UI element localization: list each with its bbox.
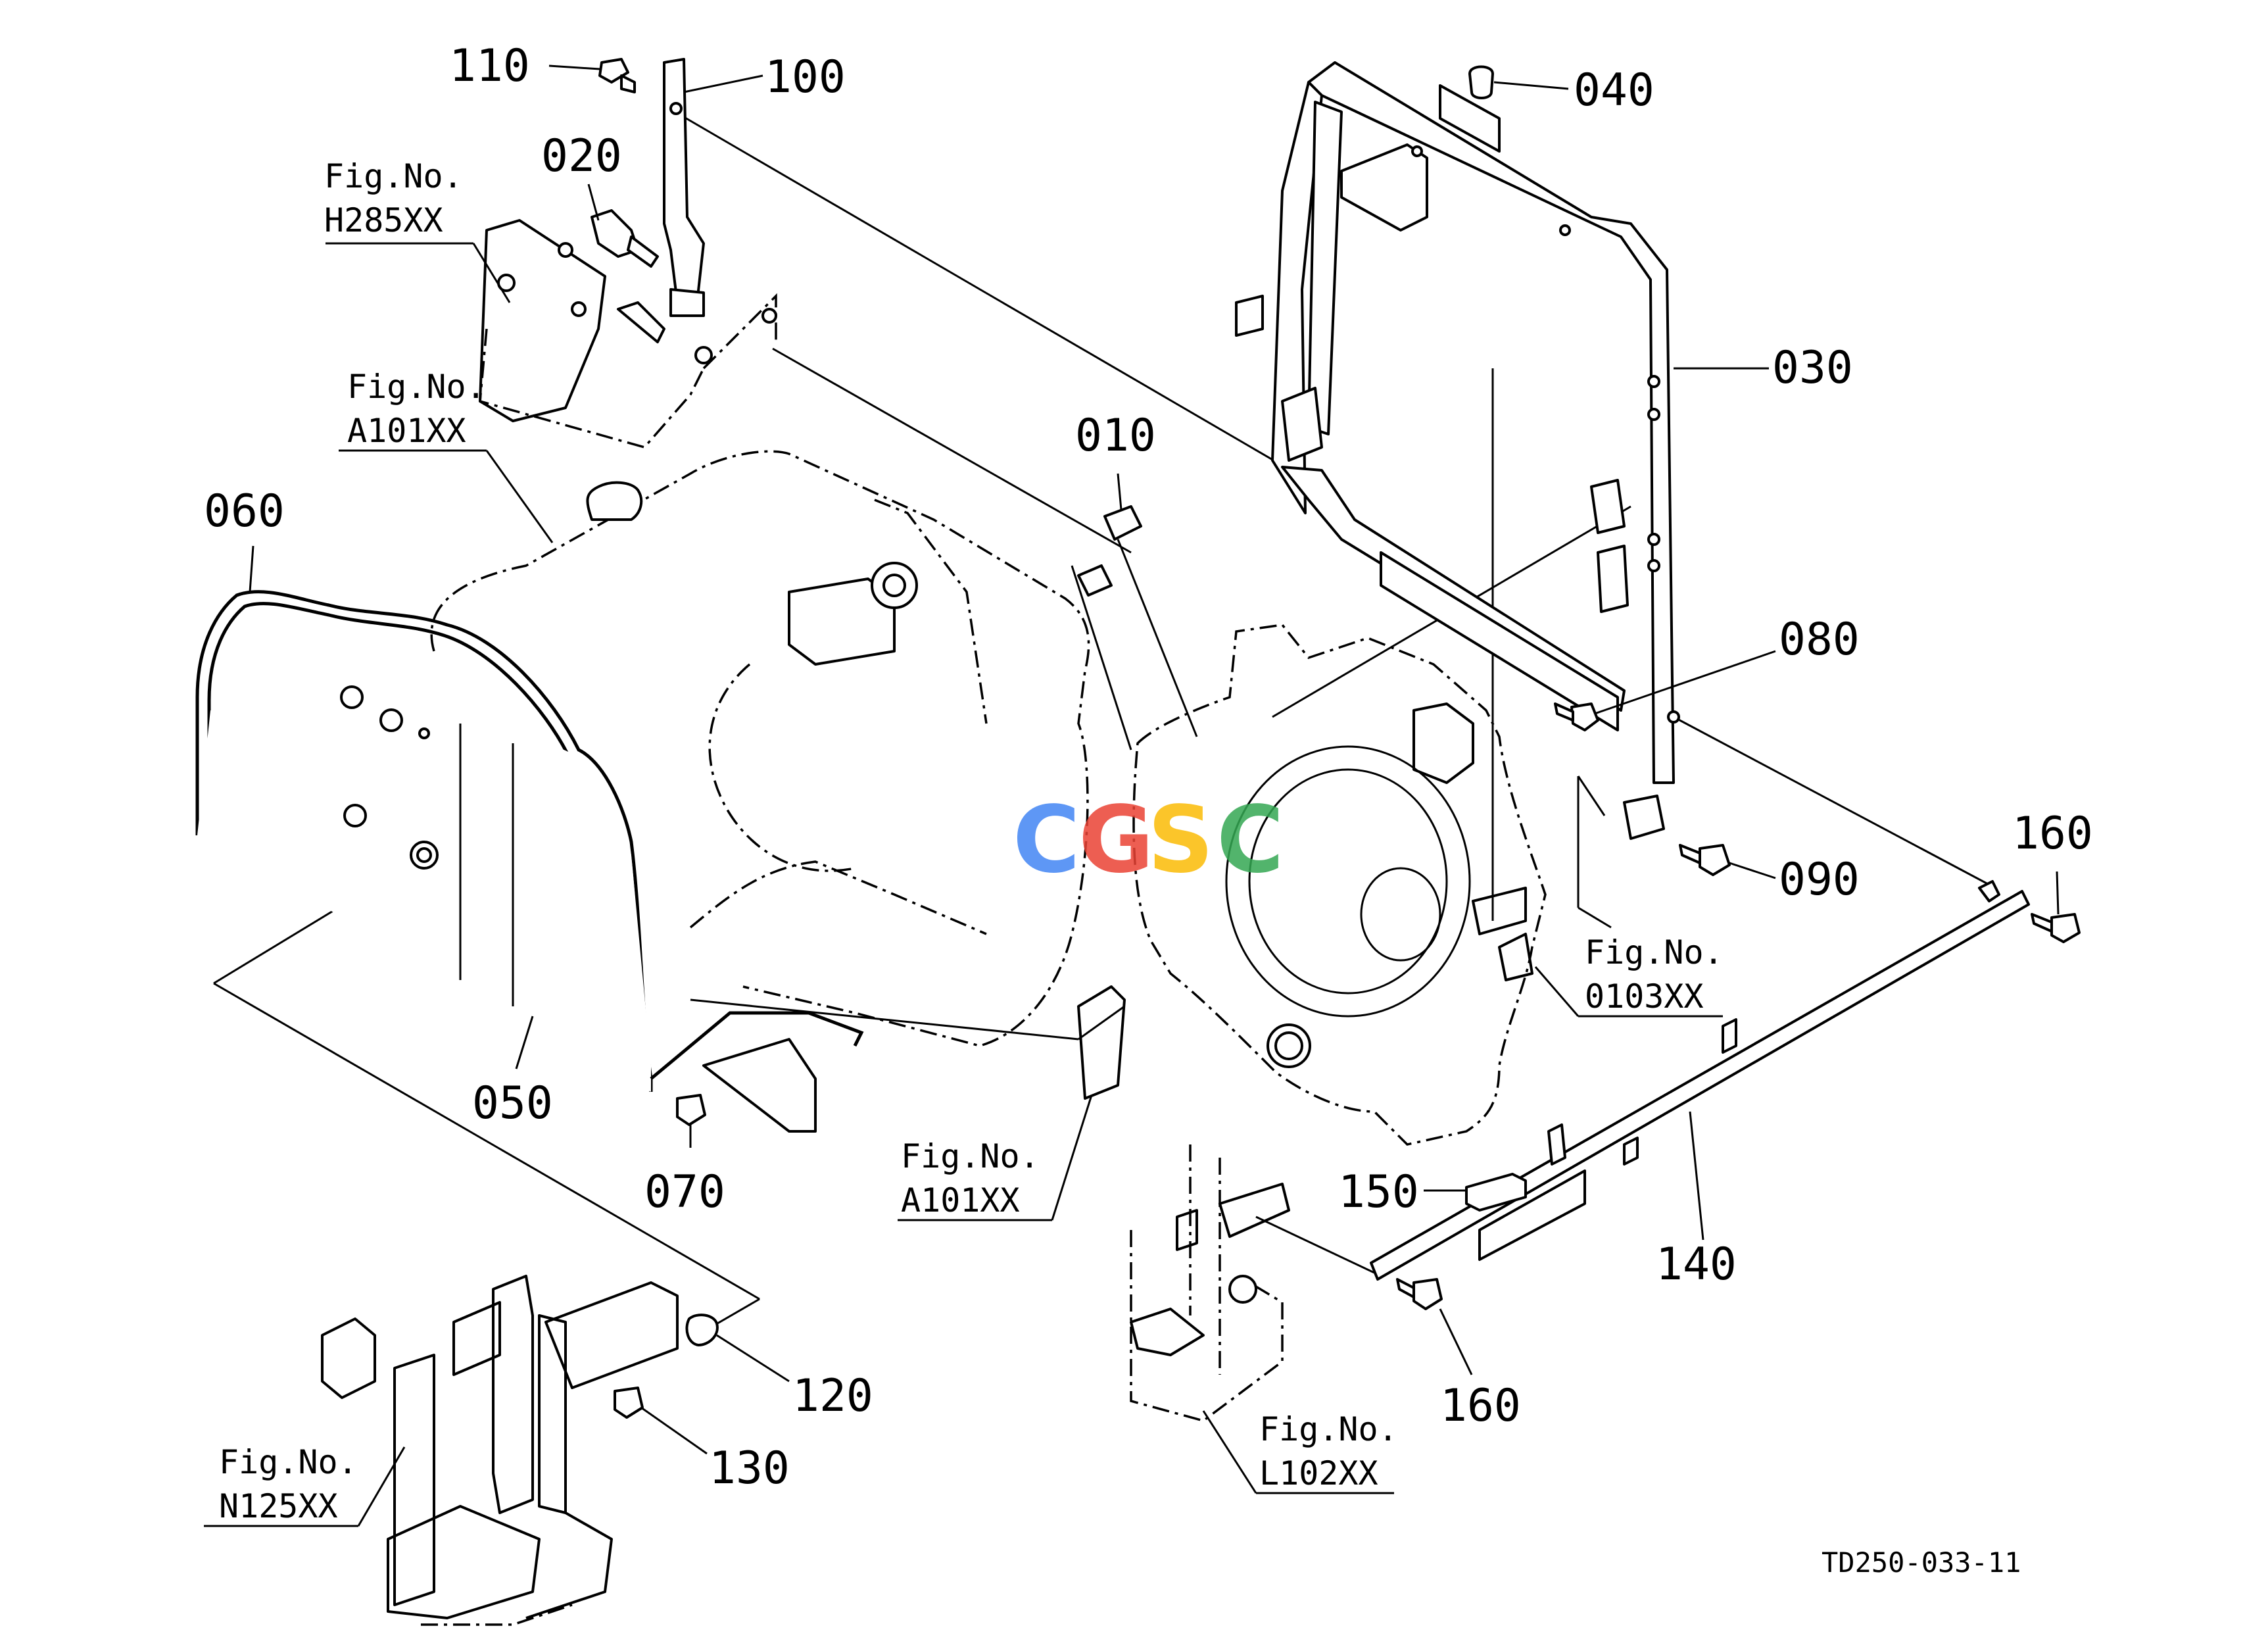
callout-050: 050 [472, 1077, 553, 1129]
bracket-l102 [1130, 1144, 1290, 1422]
figref-a101-top-prefix: Fig.No. [347, 368, 486, 406]
diagram-code: TD250-033-11 [1822, 1546, 2021, 1579]
bolt-130 [614, 1387, 644, 1419]
watermark-letter-2: G [1078, 787, 1154, 894]
figref-leaders [204, 242, 1723, 1527]
frame-n125 [321, 1275, 679, 1626]
figref-n125-prefix: Fig.No. [219, 1443, 358, 1481]
bolt-070 [676, 1094, 706, 1126]
sleeve-010 [1077, 505, 1142, 597]
callout-leaders [249, 64, 2060, 1455]
callout-120: 120 [792, 1370, 873, 1422]
fuel-tank-outline [430, 450, 1090, 1047]
tank-cover-060 [195, 590, 653, 1092]
figref-0103-prefix: Fig.No. [1585, 933, 1724, 971]
flywheel-housing-0103 [1132, 624, 1547, 1146]
callout-100: 100 [765, 51, 846, 103]
callout-010: 010 [1075, 410, 1156, 462]
figref-a101-bottom-code: A101XX [901, 1181, 1020, 1219]
rubber-150 [1465, 1173, 1527, 1212]
callout-labels: 110 100 020 040 030 010 060 080 090 160 … [204, 40, 2093, 1494]
figref-0103-code: 0103XX [1585, 977, 1704, 1016]
callout-040: 040 [1574, 64, 1654, 116]
callout-020: 020 [541, 130, 622, 182]
watermark: C G S C [1013, 787, 1284, 894]
figref-h285-code: H285XX [324, 201, 443, 239]
figref-n125-code: N125XX [219, 1487, 338, 1525]
watermark-letter-1: C [1013, 787, 1080, 894]
cap-040 [1468, 65, 1494, 99]
callout-130: 130 [709, 1442, 790, 1494]
callout-160-bottom: 160 [1440, 1380, 1521, 1432]
watermark-letter-4: C [1217, 787, 1284, 894]
figref-h285-prefix: Fig.No. [324, 157, 463, 195]
housing-h285 [479, 219, 777, 449]
callout-070: 070 [644, 1166, 725, 1218]
frame-030 [1235, 61, 1680, 840]
bolt-110 [598, 58, 636, 93]
bar-140 [1370, 880, 2030, 1281]
bracket-100 [663, 58, 705, 317]
tank-strap-050 [650, 985, 1126, 1133]
figref-l102-prefix: Fig.No. [1259, 1410, 1398, 1448]
bolt-090 [1679, 844, 1731, 876]
figref-l102-code: L102XX [1259, 1454, 1378, 1492]
figref-a101-top-code: A101XX [347, 412, 466, 450]
bolt-120 [685, 1314, 719, 1346]
callout-150: 150 [1338, 1166, 1419, 1218]
callout-090: 090 [1779, 854, 1860, 906]
callout-140: 140 [1656, 1239, 1737, 1291]
bolt-080 [1554, 702, 1599, 731]
callout-060: 060 [204, 485, 285, 537]
fitting-020 [591, 209, 665, 343]
figref-a101-bottom-prefix: Fig.No. [901, 1137, 1040, 1175]
callout-160-top: 160 [2012, 808, 2093, 860]
watermark-letter-3: S [1147, 787, 1214, 894]
bolt-160b [1396, 1278, 1443, 1310]
bolt-160a [2031, 913, 2081, 943]
callout-030: 030 [1772, 342, 1853, 394]
figref-labels: Fig.No. H285XX Fig.No. A101XX Fig.No. A1… [219, 157, 1724, 1525]
callout-080: 080 [1779, 614, 1860, 666]
callout-110: 110 [449, 40, 530, 92]
